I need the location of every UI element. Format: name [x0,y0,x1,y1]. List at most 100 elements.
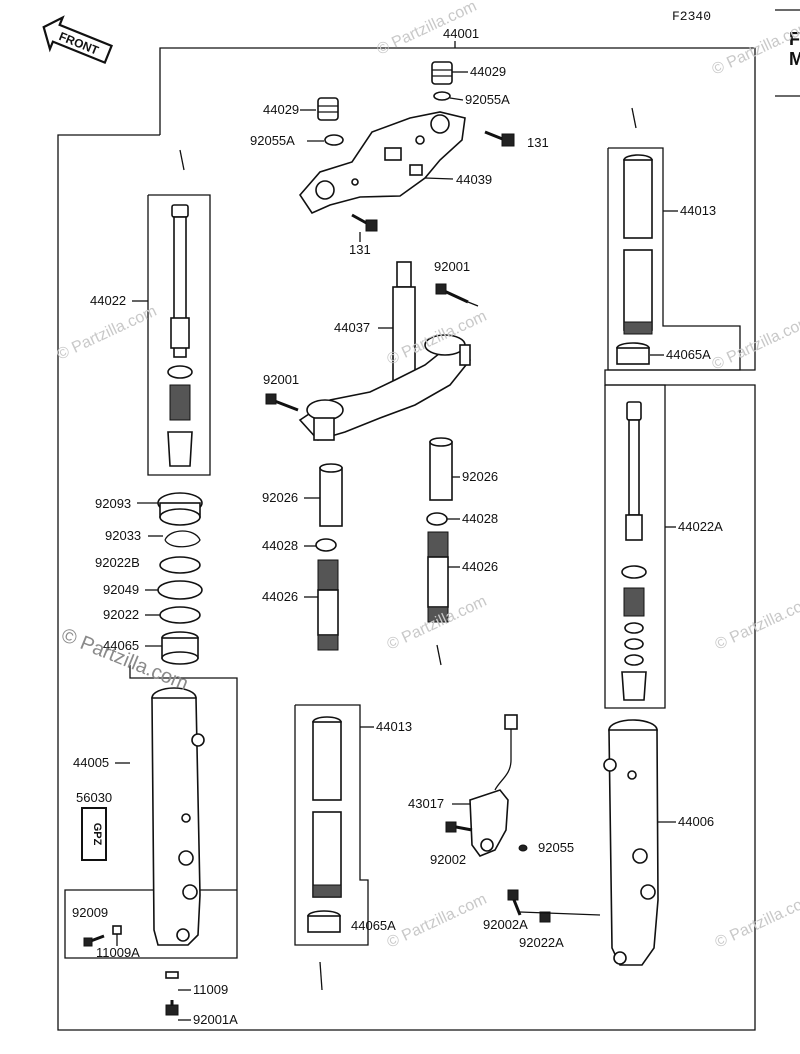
bushing-44065 [161,631,199,665]
bolt-92001A [165,1000,179,1016]
subframe-44013-center [294,704,369,946]
label-11009A: 11009A [96,945,140,960]
label-92009: 92009 [72,905,108,920]
label-92055A-left: 92055A [250,133,295,148]
spacer-92026-right-top [429,437,453,447]
assembly-arrow-bottom [319,961,323,991]
damper-rod-44022 [170,204,190,358]
subframe-44005 [64,665,238,959]
watermark: © Partzilla.com [713,593,800,654]
figure-code: F2340 [672,9,711,24]
dust-seal-92093 [157,492,203,526]
washer-right-c [624,654,644,666]
label-92001-left: 92001 [263,372,299,387]
subframe-44013-right [607,147,741,371]
cap-44029-left [317,97,339,121]
edge-letter-f: F [789,29,800,49]
emblem-56030: GPZ [81,807,107,861]
washer-right-b [624,638,644,650]
label-44065: 44065 [103,638,139,653]
rebound-spring [169,384,191,421]
label-92049: 92049 [103,582,139,597]
leader-92055A-top [449,97,464,101]
label-92022A: 92022A [519,935,564,950]
label-44006: 44006 [678,814,714,829]
label-92001-upper: 92001 [434,259,470,274]
watermark: © Partzilla.com [385,891,490,952]
assembly-arrow-center [436,644,442,666]
label-92026-right: 92026 [462,469,498,484]
watermark: © Partzilla.com [713,891,800,952]
label-92033: 92033 [105,528,141,543]
label-131-right: 131 [527,135,549,150]
bolt-92001-upper [435,283,469,304]
upper-bracket-44039 [298,111,466,215]
label-131-bottom: 131 [349,242,371,257]
front-arrow: FRONT [42,15,114,65]
rebound-spring-right [623,587,645,617]
leader-92001-upper [467,301,479,307]
rod-ring-right [621,565,647,579]
edge-letter-m: M [789,49,800,69]
label-92022: 92022 [103,607,139,622]
label-44029-left: 44029 [263,102,299,117]
label-44029-top: 44029 [470,64,506,79]
label-44022: 44022 [90,293,126,308]
spacer-92026-left-top [319,463,343,473]
label-92022B: 92022B [95,555,140,570]
label-92055: 92055 [538,840,574,855]
emblem-text: GPZ [91,823,103,846]
label-92055A-top: 92055A [465,92,510,107]
outer-tube-44006 [603,719,659,966]
leader-92002A-to-tube [519,911,601,916]
washer-92022B [159,556,201,574]
label-44039: 44039 [456,172,492,187]
oring-92055A-left [324,134,344,146]
bolt-92002A [507,889,522,916]
label-44026-left: 44026 [262,589,298,604]
oring-92055 [518,844,528,852]
oil-seal-92049 [157,580,203,600]
washer-92022A [539,911,551,923]
label-44037: 44037 [334,320,370,335]
seat-44028-left [315,538,337,552]
washer-92022 [159,606,201,624]
inner-tube-44013-right [623,154,653,335]
label-92002: 92002 [430,852,466,867]
label-92093: 92093 [95,496,131,511]
assembly-arrow-left [179,149,185,171]
subframe-44022A [604,384,666,709]
bushing-44065A-right [616,342,650,365]
label-11009: 11009 [193,982,228,997]
label-44026-right: 44026 [462,559,498,574]
label-43017: 43017 [408,796,444,811]
spring-44026-left [317,559,339,651]
label-44001: 44001 [443,26,479,41]
label-44013-right: 44013 [680,203,716,218]
inner-tube-44013-center [312,716,342,898]
spring-44026-right [427,531,449,623]
bushing-44065A-center [307,910,341,933]
bolt-92002 [445,821,473,833]
bolt-92001-left [265,393,299,412]
washer-right-a [624,622,644,634]
label-44022A: 44022A [678,519,723,534]
outer-tube-44005 [151,687,205,946]
label-44028-right: 44028 [462,511,498,526]
watermark: © Partzilla.com [55,303,160,364]
bolt-131-right [484,130,515,147]
piston-cap [167,431,193,467]
damper-rod-44022A [625,401,643,541]
subframe-44022 [147,194,211,476]
seat-44028-right [426,512,448,526]
leader-44039 [424,177,454,180]
gasket-11009 [165,971,179,979]
spacer-92026-right [429,441,453,501]
cap-44029-top [431,61,453,85]
assembly-arrow-right [631,107,637,129]
oring-92055A-top [433,91,451,101]
label-44065A-center: 44065A [351,918,396,933]
circlip-92033 [164,530,201,548]
label-44065A-right: 44065A [666,347,711,362]
